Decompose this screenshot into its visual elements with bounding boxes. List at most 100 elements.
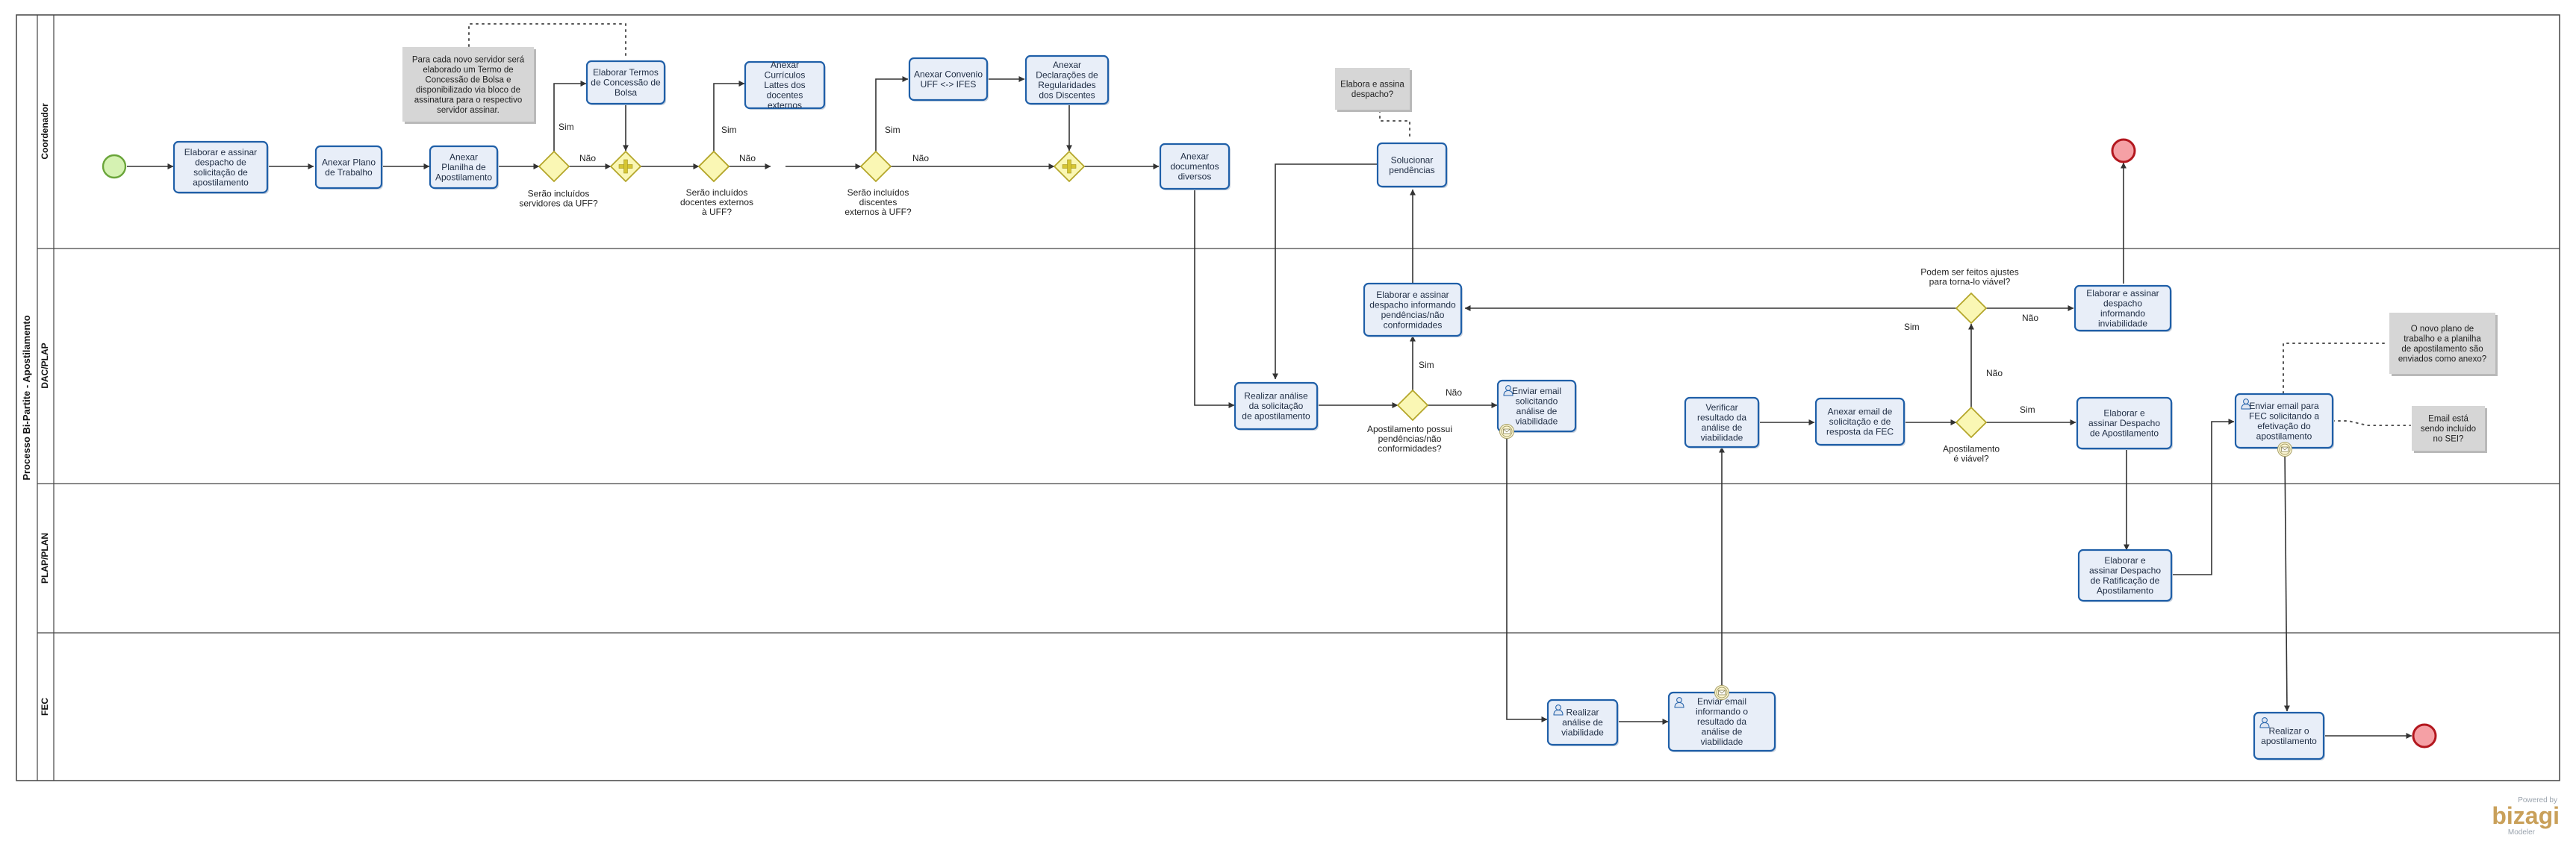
envelope-icon xyxy=(1718,690,1726,696)
flow-label-g3-yes: Sim xyxy=(885,125,900,135)
flow-label-g4-yes: Sim xyxy=(1419,360,1434,370)
flow-label-g6-yes: Sim xyxy=(1904,322,1920,332)
annotation-associations xyxy=(468,23,2411,426)
flow-label-g5-yes: Sim xyxy=(2020,404,2035,415)
envelope-icon xyxy=(1503,428,1511,434)
lane-label-plap-plan: PLAP/PLAN xyxy=(40,533,50,584)
message-event xyxy=(1499,424,1514,439)
flow-label-g3-no: Não xyxy=(912,153,929,163)
start-event[interactable] xyxy=(102,154,127,179)
parallel-gateway[interactable] xyxy=(609,150,642,183)
lane-label-dac-plap: DAC/PLAP xyxy=(40,343,50,388)
flow-label-g5-no: Não xyxy=(1986,368,2003,378)
brand-name: bizagi xyxy=(2492,802,2560,829)
powered-by-text: Powered by xyxy=(2518,796,2557,804)
brand-product: Modeler xyxy=(2508,828,2536,837)
flow-label-g4-no: Não xyxy=(1446,387,1462,398)
parallel-gateway[interactable] xyxy=(1053,150,1086,183)
flow-label-g2-yes: Sim xyxy=(721,125,737,135)
flow-label-g1-yes: Sim xyxy=(559,122,574,132)
plus-icon xyxy=(1062,159,1077,174)
flow-label-g6-no: Não xyxy=(2022,313,2038,323)
flow-label-g1-no: Não xyxy=(579,153,596,163)
user-icon xyxy=(1553,704,1564,716)
lane-label-coordenador: Coordenador xyxy=(40,103,50,160)
plus-icon xyxy=(618,159,633,174)
message-event xyxy=(2277,442,2292,457)
end-event[interactable] xyxy=(2412,723,2437,749)
user-icon xyxy=(1503,385,1513,396)
lane-label-fec: FEC xyxy=(40,698,50,716)
pool-title: Processo Bi-Partite - Apostilamento xyxy=(21,315,32,480)
user-icon xyxy=(2259,717,2270,728)
message-event xyxy=(1714,685,1729,700)
flow-label-g2-no: Não xyxy=(739,153,756,163)
sequence-flows xyxy=(127,76,2412,739)
envelope-icon xyxy=(2281,446,2289,452)
user-icon xyxy=(2241,399,2251,410)
end-event[interactable] xyxy=(2111,138,2136,163)
